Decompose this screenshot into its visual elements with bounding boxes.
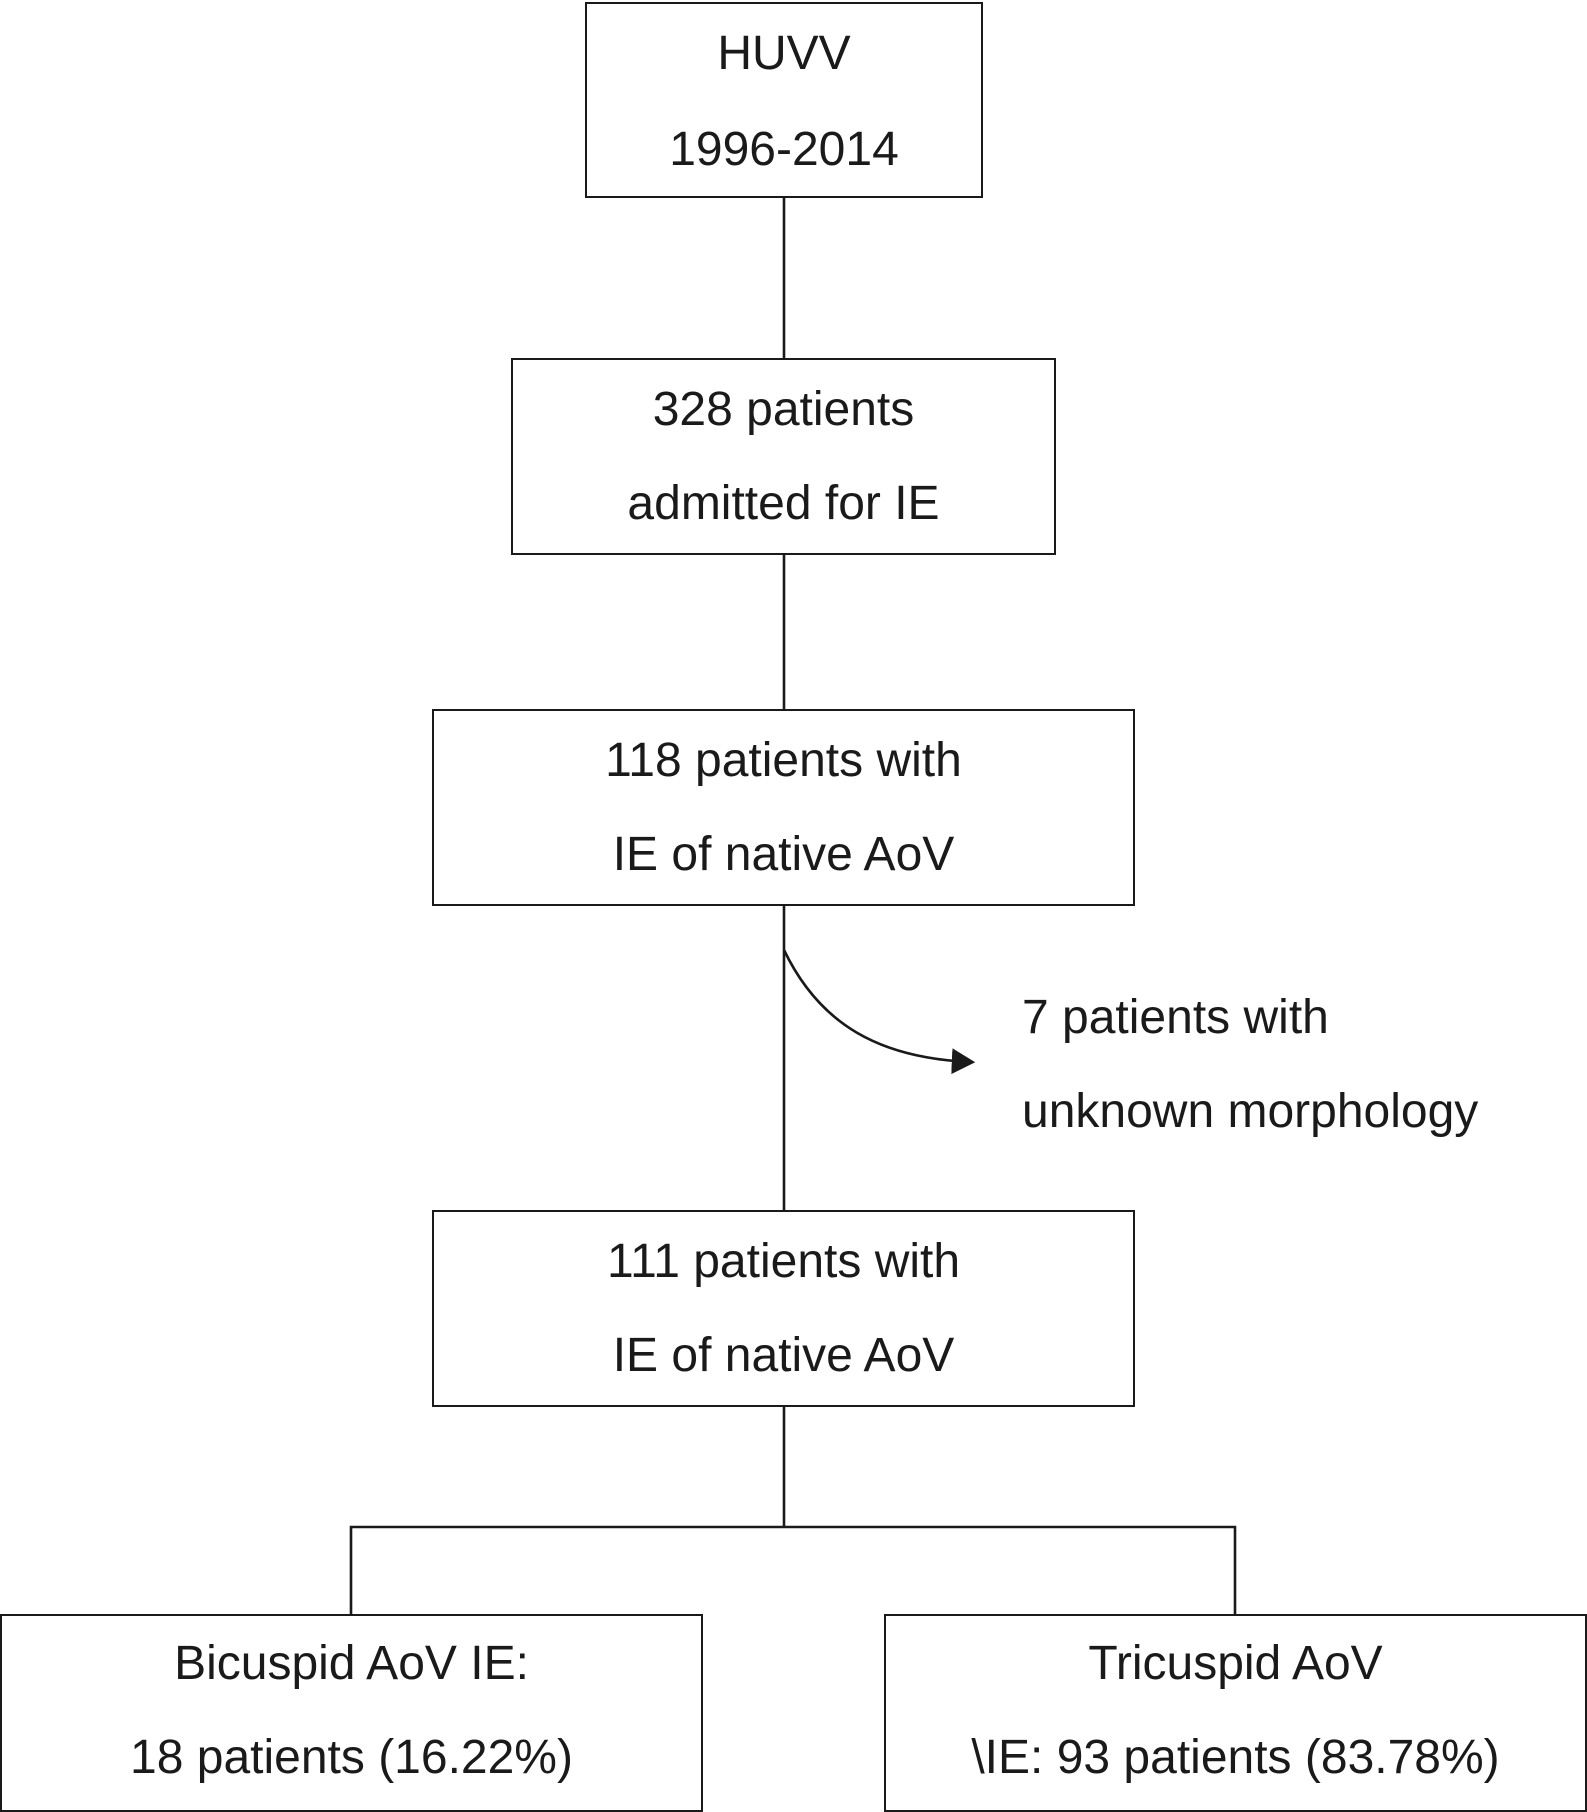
box-tricuspid: Tricuspid AoV \IE: 93 patients (83.78%)	[884, 1614, 1587, 1812]
connector-split-bar	[349, 1525, 1237, 1614]
box-tricuspid-line1: Tricuspid AoV	[1088, 1637, 1383, 1690]
box-native-111-line2: IE of native AoV	[612, 1329, 955, 1382]
box-admitted-line2: admitted for IE	[627, 477, 940, 530]
box-huvv-line1: HUVV	[717, 27, 851, 80]
box-huvv: HUVV 1996-2014	[585, 2, 983, 198]
exclusion-label-line1: 7 patients with	[1022, 991, 1329, 1044]
box-native-111: 111 patients with IE of native AoV	[432, 1210, 1135, 1407]
box-bicuspid-line1: Bicuspid AoV IE:	[174, 1637, 529, 1690]
box-native-111-line1: 111 patients with	[606, 1235, 961, 1288]
box-tricuspid-line2: \IE: 93 patients (83.78%)	[971, 1731, 1500, 1784]
box-admitted-line1: 328 patients	[652, 383, 915, 436]
box-admitted: 328 patients admitted for IE	[511, 358, 1056, 555]
box-native-118-line2: IE of native AoV	[612, 828, 955, 881]
box-bicuspid: Bicuspid AoV IE: 18 patients (16.22%)	[0, 1614, 703, 1812]
box-bicuspid-line2: 18 patients (16.22%)	[130, 1731, 573, 1784]
box-huvv-line2: 1996-2014	[669, 123, 899, 176]
box-native-118-line1: 118 patients with	[605, 734, 962, 787]
exclusion-arrow	[782, 949, 976, 1075]
exclusion-label-line2: unknown morphology	[1022, 1085, 1479, 1138]
box-native-118: 118 patients with IE of native AoV	[432, 709, 1135, 906]
